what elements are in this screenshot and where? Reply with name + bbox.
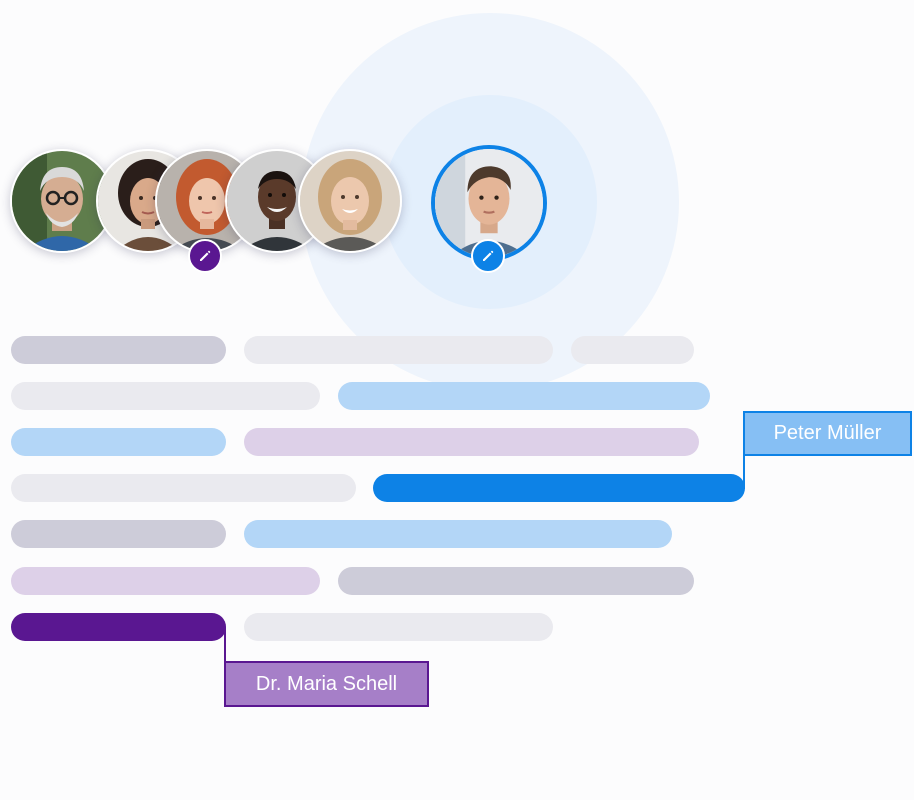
pencil-icon: [483, 250, 494, 261]
callout-label-purple: Dr. Maria Schell: [224, 661, 429, 707]
person-photo-icon: [300, 151, 400, 251]
placeholder-bar: [11, 474, 356, 502]
placeholder-bar: [338, 567, 694, 595]
placeholder-bar: [244, 613, 553, 641]
placeholder-bar: [11, 336, 226, 364]
highlighted-bar-purple[interactable]: [11, 613, 226, 641]
placeholder-bar: [11, 428, 226, 456]
placeholder-bar: [338, 382, 710, 410]
highlighted-bar-blue[interactable]: [373, 474, 745, 502]
avatar-woman-blonde[interactable]: [298, 149, 402, 253]
placeholder-bar: [244, 336, 553, 364]
edit-badge-blue[interactable]: [471, 239, 505, 273]
callout-connector-blue: [743, 455, 745, 489]
placeholder-bar: [244, 428, 699, 456]
pencil-icon: [200, 250, 211, 261]
edit-badge-purple[interactable]: [188, 239, 222, 273]
placeholder-bar: [11, 520, 226, 548]
placeholder-bar: [244, 520, 672, 548]
placeholder-bar: [11, 382, 320, 410]
callout-connector-purple: [224, 627, 226, 663]
placeholder-bar: [11, 567, 320, 595]
callout-label-blue: Peter Müller: [743, 411, 912, 456]
placeholder-bar: [571, 336, 694, 364]
